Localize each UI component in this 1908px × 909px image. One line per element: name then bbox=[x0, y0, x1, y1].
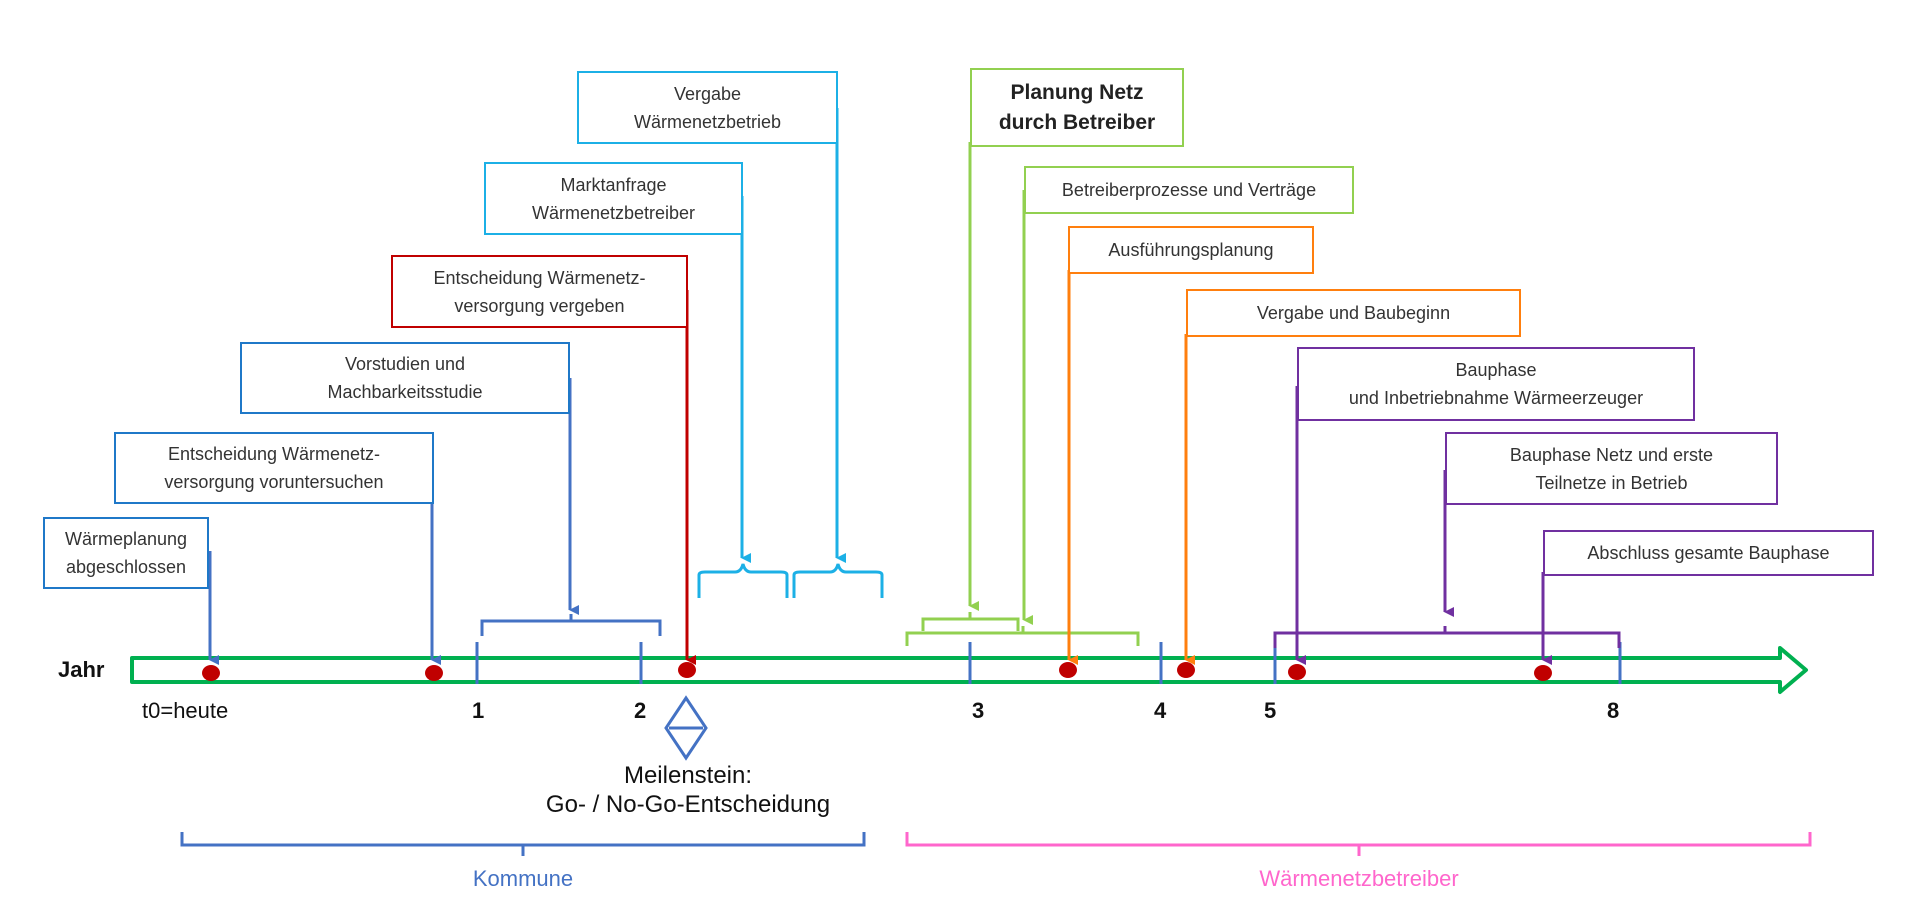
phase-label-kommune: Kommune bbox=[472, 866, 574, 891]
event-dot bbox=[202, 665, 220, 681]
milestone-diamond bbox=[664, 695, 708, 761]
tick-label-4: 4 bbox=[1154, 698, 1167, 723]
tick-label-1: 1 bbox=[472, 698, 485, 723]
box-entscheidung-vergeben: Entscheidung Wärmenetz- versorgung verge… bbox=[391, 255, 688, 328]
box-abschluss: Abschluss gesamte Bauphase bbox=[1543, 530, 1874, 576]
box-bauphase-netz: Bauphase Netz und erste Teilnetze in Bet… bbox=[1445, 432, 1778, 505]
event-dot bbox=[678, 662, 696, 678]
box-vergabe-betrieb: Vergabe Wärmenetzbetrieb bbox=[577, 71, 838, 144]
box-entscheidung-voruntersuchen: Entscheidung Wärmenetz- versorgung vorun… bbox=[114, 432, 434, 504]
box-betreiberprozesse: Betreiberprozesse und Verträge bbox=[1024, 166, 1354, 214]
tick-label-3: 3 bbox=[972, 698, 985, 723]
event-dot bbox=[1177, 662, 1195, 678]
box-vergabe-baubeginn: Vergabe und Baubeginn bbox=[1186, 289, 1521, 337]
tick-label-start: t0=heute bbox=[142, 698, 229, 723]
tick-label-8: 8 bbox=[1607, 698, 1620, 723]
bracket-betreiberprozesse bbox=[905, 631, 1140, 646]
bracket-bauphase bbox=[1273, 631, 1621, 648]
bracket-vergabe-betrieb bbox=[792, 563, 884, 598]
event-dot bbox=[425, 665, 443, 681]
bracket-marktanfrage bbox=[697, 563, 789, 598]
phase-label-betreiber: Wärmenetzbetreiber bbox=[1259, 866, 1459, 891]
tick-label-2: 2 bbox=[634, 698, 647, 723]
axis-label: Jahr bbox=[58, 657, 105, 682]
phase-bracket-betreiber bbox=[905, 832, 1812, 856]
box-marktanfrage: Marktanfrage Wärmenetzbetreiber bbox=[484, 162, 743, 235]
box-bauphase-waermeerzeuger: Bauphase und Inbetriebnahme Wärmeerzeuge… bbox=[1297, 347, 1695, 421]
box-vorstudien: Vorstudien und Machbarkeitsstudie bbox=[240, 342, 570, 414]
milestone-title: Meilenstein: bbox=[623, 762, 753, 789]
year-ticks bbox=[475, 642, 1622, 684]
bracket-vorstudien bbox=[480, 619, 662, 636]
milestone-subtitle: Go- / No-Go-Entscheidung bbox=[545, 791, 831, 818]
box-ausfuehrungsplanung: Ausführungsplanung bbox=[1068, 226, 1314, 274]
bracket-planung-netz bbox=[921, 617, 1020, 631]
phase-bracket-kommune bbox=[180, 832, 866, 856]
box-planung-netz: Planung Netz durch Betreiber bbox=[970, 68, 1184, 147]
event-dot bbox=[1288, 664, 1306, 680]
event-dot bbox=[1534, 665, 1552, 681]
event-dot bbox=[1059, 662, 1077, 678]
tick-label-5: 5 bbox=[1264, 698, 1277, 723]
box-waermeplanung: Wärmeplanung abgeschlossen bbox=[43, 517, 209, 589]
